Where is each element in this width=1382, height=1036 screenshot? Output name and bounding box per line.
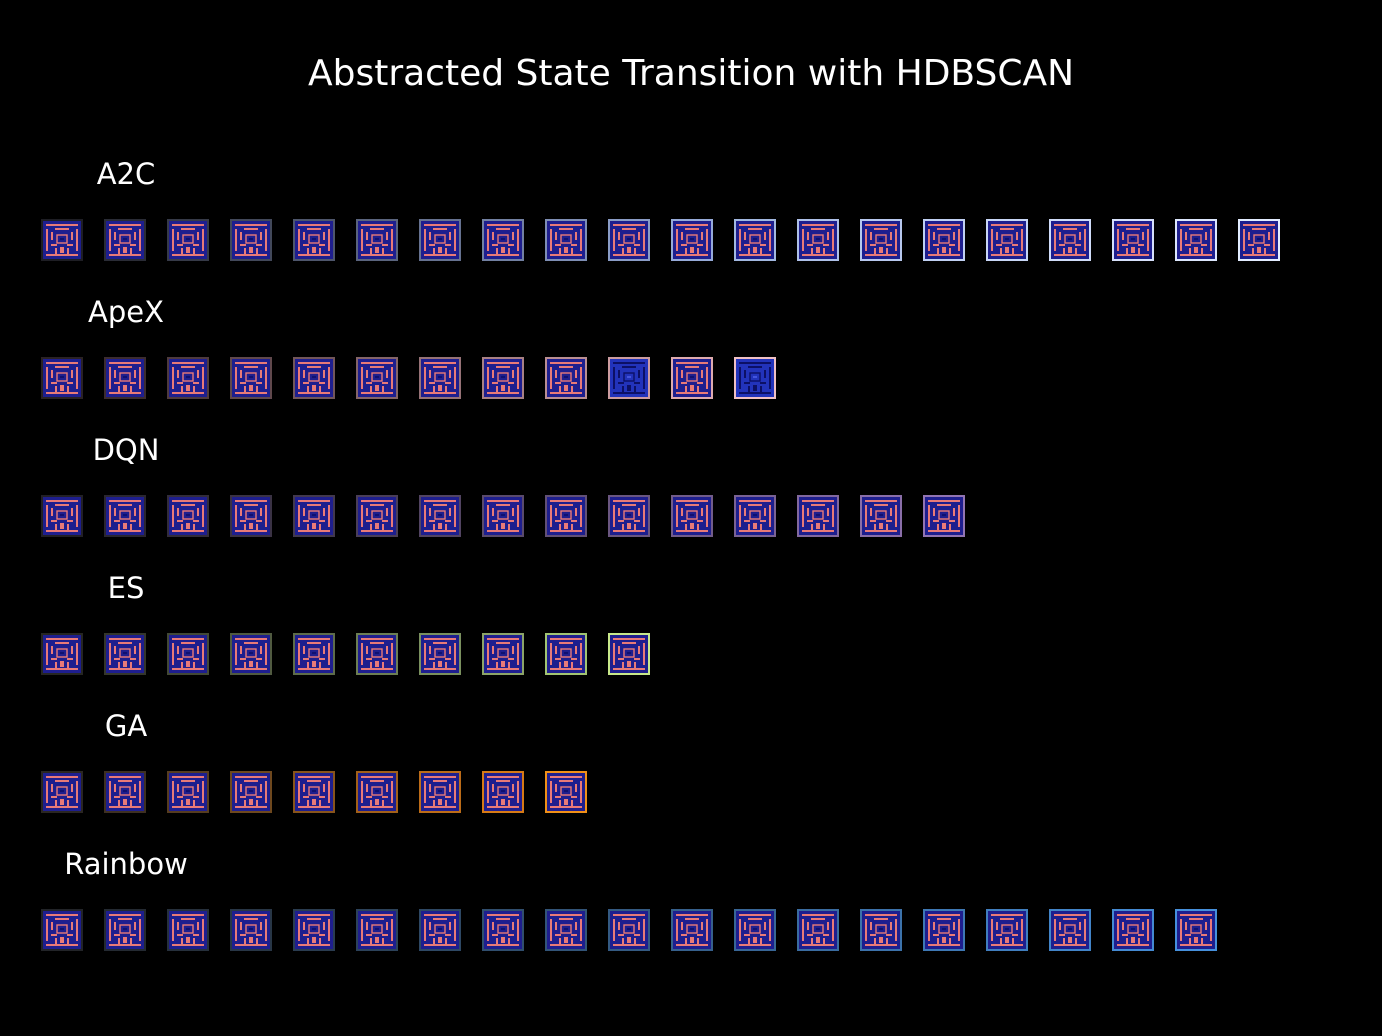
state-tile-ga-8 <box>482 771 524 813</box>
state-tile-rainbow-19 <box>1175 909 1217 951</box>
state-tile-rainbow-15 <box>923 909 965 951</box>
state-tile-a2c-10 <box>608 219 650 261</box>
state-tile-a2c-6 <box>356 219 398 261</box>
state-tile-dqn-10 <box>608 495 650 537</box>
state-tile-ga-5 <box>293 771 335 813</box>
state-tile-rainbow-13 <box>797 909 839 951</box>
state-tile-a2c-15 <box>923 219 965 261</box>
state-tile-rainbow-8 <box>482 909 524 951</box>
state-tile-es-3 <box>167 633 209 675</box>
state-tile-a2c-8 <box>482 219 524 261</box>
state-tile-dqn-13 <box>797 495 839 537</box>
state-tile-apex-4 <box>230 357 272 399</box>
state-tile-rainbow-17 <box>1049 909 1091 951</box>
state-tile-ga-7 <box>419 771 461 813</box>
state-tile-dqn-1 <box>41 495 83 537</box>
state-tile-es-10 <box>608 633 650 675</box>
state-tile-a2c-20 <box>1238 219 1280 261</box>
state-tile-es-1 <box>41 633 83 675</box>
state-tile-es-4 <box>230 633 272 675</box>
state-tile-rainbow-16 <box>986 909 1028 951</box>
state-tile-a2c-9 <box>545 219 587 261</box>
state-tile-dqn-9 <box>545 495 587 537</box>
state-tile-dqn-4 <box>230 495 272 537</box>
state-tile-es-2 <box>104 633 146 675</box>
state-tile-a2c-7 <box>419 219 461 261</box>
state-tile-dqn-15 <box>923 495 965 537</box>
state-tile-dqn-12 <box>734 495 776 537</box>
state-tile-rainbow-10 <box>608 909 650 951</box>
state-tile-rainbow-1 <box>41 909 83 951</box>
state-tile-a2c-17 <box>1049 219 1091 261</box>
state-tile-ga-9 <box>545 771 587 813</box>
state-tile-dqn-2 <box>104 495 146 537</box>
row-label-dqn: DQN <box>92 433 160 467</box>
state-tile-a2c-14 <box>860 219 902 261</box>
state-tile-apex-6 <box>356 357 398 399</box>
state-tile-apex-1 <box>41 357 83 399</box>
state-tile-a2c-11 <box>671 219 713 261</box>
state-tile-a2c-18 <box>1112 219 1154 261</box>
state-tile-es-6 <box>356 633 398 675</box>
state-tile-rainbow-18 <box>1112 909 1154 951</box>
state-tile-apex-2 <box>104 357 146 399</box>
state-tile-dqn-5 <box>293 495 335 537</box>
state-tile-dqn-3 <box>167 495 209 537</box>
state-tile-dqn-8 <box>482 495 524 537</box>
state-tile-apex-12 <box>734 357 776 399</box>
state-tile-apex-9 <box>545 357 587 399</box>
state-tile-a2c-3 <box>167 219 209 261</box>
row-label-a2c: A2C <box>96 157 156 191</box>
state-tile-dqn-7 <box>419 495 461 537</box>
row-label-apex: ApeX <box>88 295 164 329</box>
state-tile-a2c-16 <box>986 219 1028 261</box>
state-tile-a2c-4 <box>230 219 272 261</box>
state-tile-es-9 <box>545 633 587 675</box>
state-tile-apex-3 <box>167 357 209 399</box>
state-tile-a2c-1 <box>41 219 83 261</box>
state-tile-apex-11 <box>671 357 713 399</box>
state-tile-ga-2 <box>104 771 146 813</box>
state-tile-es-8 <box>482 633 524 675</box>
state-tile-apex-10 <box>608 357 650 399</box>
state-tile-rainbow-4 <box>230 909 272 951</box>
state-tile-ga-4 <box>230 771 272 813</box>
state-tile-apex-7 <box>419 357 461 399</box>
state-tile-rainbow-14 <box>860 909 902 951</box>
state-tile-ga-1 <box>41 771 83 813</box>
state-tile-a2c-12 <box>734 219 776 261</box>
state-tile-rainbow-7 <box>419 909 461 951</box>
row-label-ga: GA <box>104 709 148 743</box>
state-tile-a2c-2 <box>104 219 146 261</box>
state-tile-es-7 <box>419 633 461 675</box>
state-tile-ga-6 <box>356 771 398 813</box>
state-tile-a2c-19 <box>1175 219 1217 261</box>
state-tile-rainbow-11 <box>671 909 713 951</box>
state-tile-apex-8 <box>482 357 524 399</box>
state-tile-es-5 <box>293 633 335 675</box>
state-tile-a2c-13 <box>797 219 839 261</box>
state-tile-rainbow-9 <box>545 909 587 951</box>
state-tile-a2c-5 <box>293 219 335 261</box>
state-tile-apex-5 <box>293 357 335 399</box>
state-tile-rainbow-3 <box>167 909 209 951</box>
state-tile-rainbow-2 <box>104 909 146 951</box>
state-tile-rainbow-12 <box>734 909 776 951</box>
state-tile-ga-3 <box>167 771 209 813</box>
row-label-es: ES <box>107 571 145 605</box>
state-tile-rainbow-5 <box>293 909 335 951</box>
row-label-rainbow: Rainbow <box>64 847 188 881</box>
state-tile-dqn-14 <box>860 495 902 537</box>
state-tile-dqn-11 <box>671 495 713 537</box>
state-tile-rainbow-6 <box>356 909 398 951</box>
state-tile-dqn-6 <box>356 495 398 537</box>
chart-title: Abstracted State Transition with HDBSCAN <box>307 53 1075 94</box>
